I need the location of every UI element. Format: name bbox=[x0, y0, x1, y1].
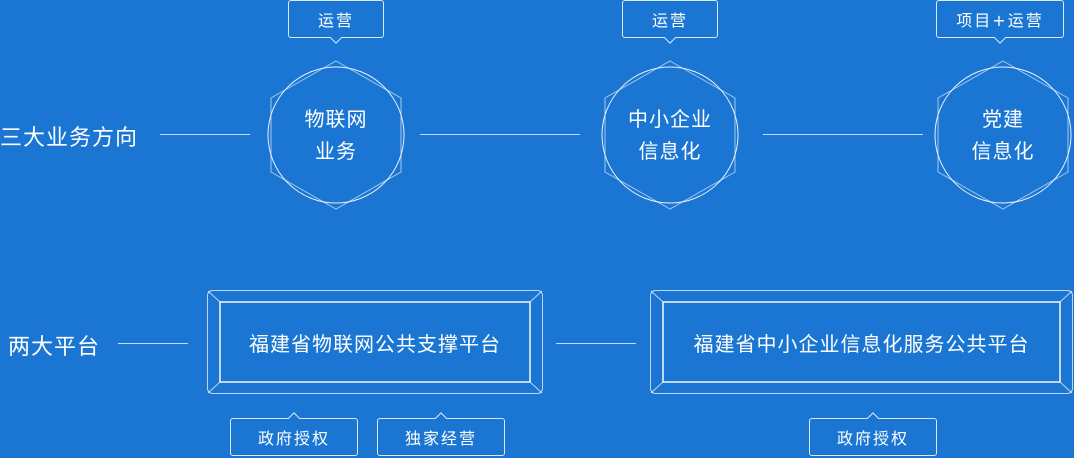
government-authorized-tag: 政府授权 bbox=[230, 418, 358, 456]
operation-tag: 运营 bbox=[622, 0, 718, 38]
platforms-label: 两大平台 bbox=[8, 335, 101, 360]
connector-line bbox=[118, 343, 188, 344]
exclusive-operation-tag: 独家经营 bbox=[377, 418, 505, 456]
business-node-iot: 物联网 业务 bbox=[266, 60, 406, 210]
node-title-line2: 信息化 bbox=[971, 139, 1035, 163]
node-title-line1: 中小企业 bbox=[628, 107, 712, 131]
node-title-line1: 物联网 bbox=[304, 107, 368, 131]
operation-tag: 运营 bbox=[288, 0, 384, 38]
government-authorized-tag: 政府授权 bbox=[809, 418, 937, 456]
project-operation-tag: 项目+运营 bbox=[936, 0, 1064, 38]
connector-line bbox=[420, 134, 580, 135]
node-title-line2: 业务 bbox=[315, 139, 357, 163]
business-node-sme: 中小企业 信息化 bbox=[600, 60, 740, 210]
node-title-line1: 党建 bbox=[982, 107, 1024, 131]
business-directions-label: 三大业务方向 bbox=[0, 126, 139, 151]
connector-line bbox=[160, 134, 250, 135]
platform-title: 福建省物联网公共支撑平台 bbox=[249, 331, 501, 356]
platform-sme: 福建省中小企业信息化服务公共平台 bbox=[650, 290, 1073, 394]
platform-title: 福建省中小企业信息化服务公共平台 bbox=[693, 331, 1030, 356]
connector-line bbox=[763, 134, 923, 135]
business-node-party: 党建 信息化 bbox=[933, 60, 1073, 210]
connector-line bbox=[556, 343, 636, 344]
node-title-line2: 信息化 bbox=[638, 139, 702, 163]
platform-iot: 福建省物联网公共支撑平台 bbox=[207, 290, 543, 394]
